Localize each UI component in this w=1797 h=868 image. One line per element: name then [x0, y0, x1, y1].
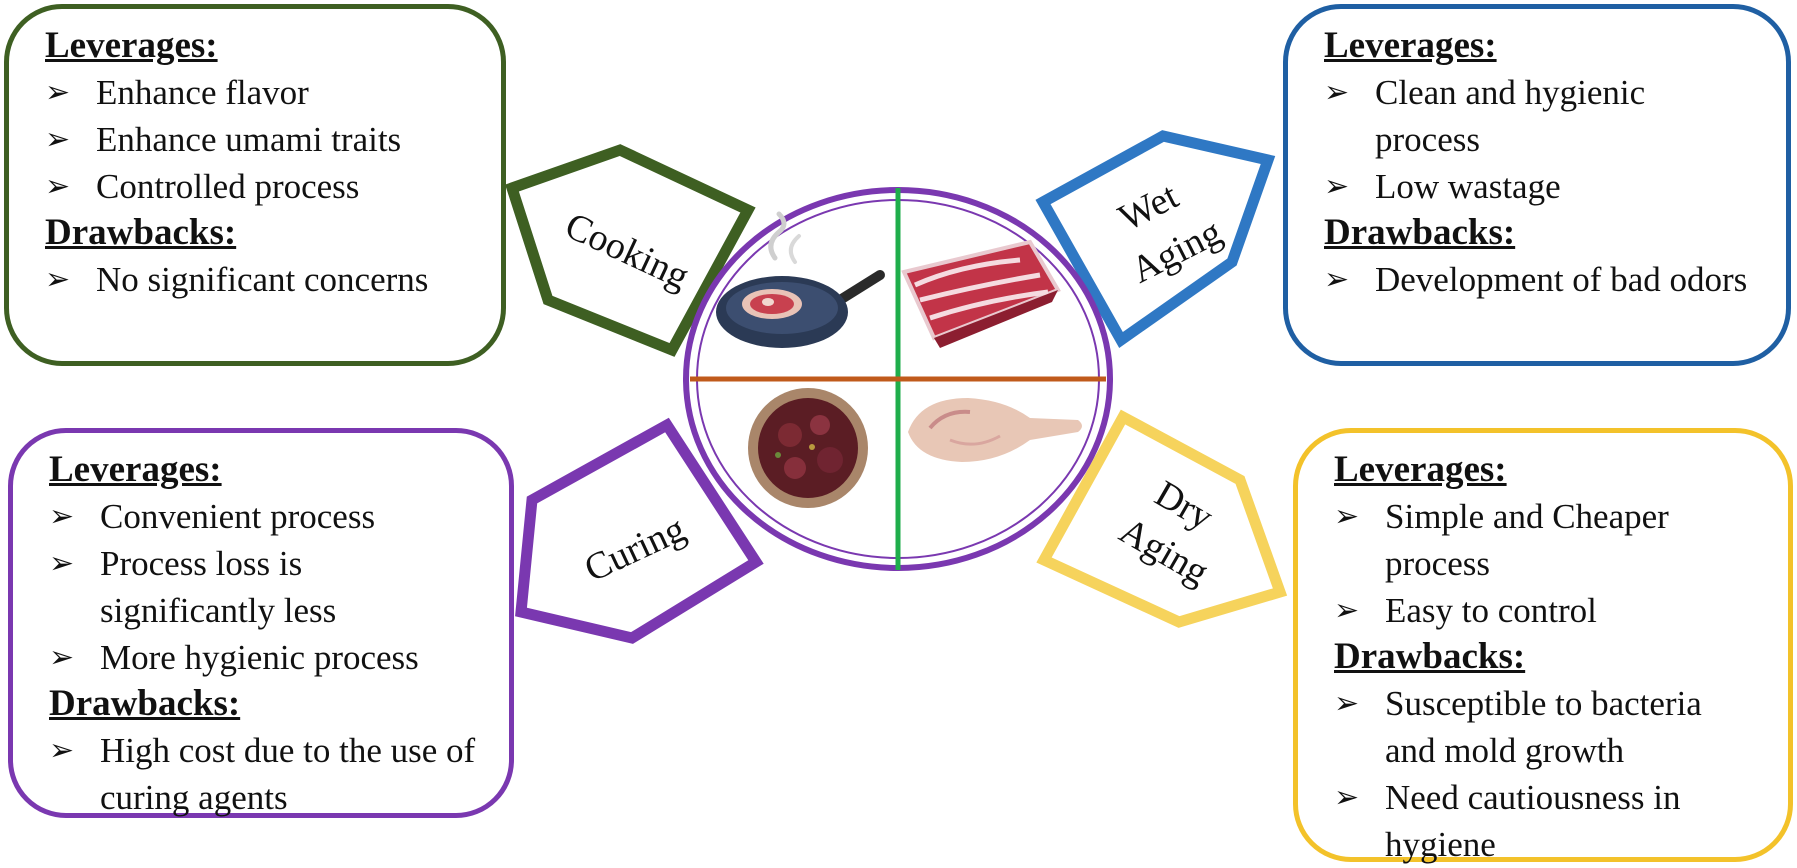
center-circle — [683, 187, 1113, 571]
list-item: ➢Low wastage — [1324, 163, 1756, 210]
arrow-bullet-icon: ➢ — [49, 641, 75, 674]
dry-aged-leg-image — [908, 398, 1082, 462]
list-item: ➢Clean and hygienic process — [1324, 69, 1756, 163]
arrow-bullet-icon: ➢ — [45, 170, 71, 203]
list-item: ➢High cost due to the use of curing agen… — [49, 727, 479, 821]
arrow-bullet-icon: ➢ — [49, 500, 75, 533]
list-item: ➢Enhance flavor — [45, 69, 471, 116]
wet-aging-leverages-heading: Leverages: — [1324, 25, 1497, 66]
dry-aging-pentagon: Dry Aging — [1036, 409, 1288, 628]
arrow-bullet-icon: ➢ — [49, 734, 75, 767]
arrow-bullet-icon: ➢ — [49, 547, 75, 580]
arrow-bullet-icon: ➢ — [1334, 594, 1360, 627]
arrow-bullet-icon: ➢ — [1324, 263, 1350, 296]
cooking-info-box: Leverages: ➢Enhance flavor ➢Enhance umam… — [4, 4, 506, 366]
list-item: ➢Development of bad odors — [1324, 256, 1756, 303]
list-item: ➢Easy to control — [1334, 587, 1758, 634]
list-item: ➢Simple and Cheaper process — [1334, 493, 1758, 587]
arrow-bullet-icon: ➢ — [45, 123, 71, 156]
dry-aging-drawbacks-heading: Drawbacks: — [1334, 636, 1526, 677]
frying-pan-steak-image — [716, 211, 885, 348]
cured-meat-bowl-image — [748, 388, 868, 508]
arrow-bullet-icon: ➢ — [1334, 781, 1360, 814]
dry-aging-info-box: Leverages: ➢Simple and Cheaper process ➢… — [1293, 428, 1793, 864]
list-item: ➢Process loss is significantly less — [49, 540, 479, 634]
cooking-leverages-heading: Leverages: — [45, 25, 218, 66]
wet-aging-info-box: Leverages: ➢Clean and hygienic process ➢… — [1283, 4, 1791, 366]
cooking-drawbacks-heading: Drawbacks: — [45, 212, 237, 253]
list-item: ➢Controlled process — [45, 163, 471, 210]
arrow-bullet-icon: ➢ — [45, 263, 71, 296]
dry-aging-leverages-heading: Leverages: — [1334, 449, 1507, 490]
wet-aging-pentagon: Wet Aging — [1035, 130, 1276, 348]
arrow-bullet-icon: ➢ — [1324, 76, 1350, 109]
arrow-bullet-icon: ➢ — [45, 76, 71, 109]
list-item: ➢More hygienic process — [49, 634, 479, 681]
arrow-bullet-icon: ➢ — [1324, 170, 1350, 203]
cooking-pentagon: Cooking — [505, 144, 756, 357]
arrow-bullet-icon: ➢ — [1334, 500, 1360, 533]
vacuum-packed-beef-image — [901, 239, 1061, 348]
list-item: ➢Susceptible to bacteria and mold growth — [1334, 680, 1758, 774]
curing-info-box: Leverages: ➢Convenient process ➢Process … — [8, 428, 514, 818]
list-item: ➢Enhance umami traits — [45, 116, 471, 163]
curing-drawbacks-heading: Drawbacks: — [49, 683, 241, 724]
list-item: ➢Need cautiousness in hygiene — [1334, 774, 1758, 868]
list-item: ➢No significant concerns — [45, 256, 471, 303]
curing-pentagon: Curing — [515, 417, 764, 644]
list-item: ➢Convenient process — [49, 493, 479, 540]
arrow-bullet-icon: ➢ — [1334, 687, 1360, 720]
curing-leverages-heading: Leverages: — [49, 449, 222, 490]
wet-aging-drawbacks-heading: Drawbacks: — [1324, 212, 1516, 253]
